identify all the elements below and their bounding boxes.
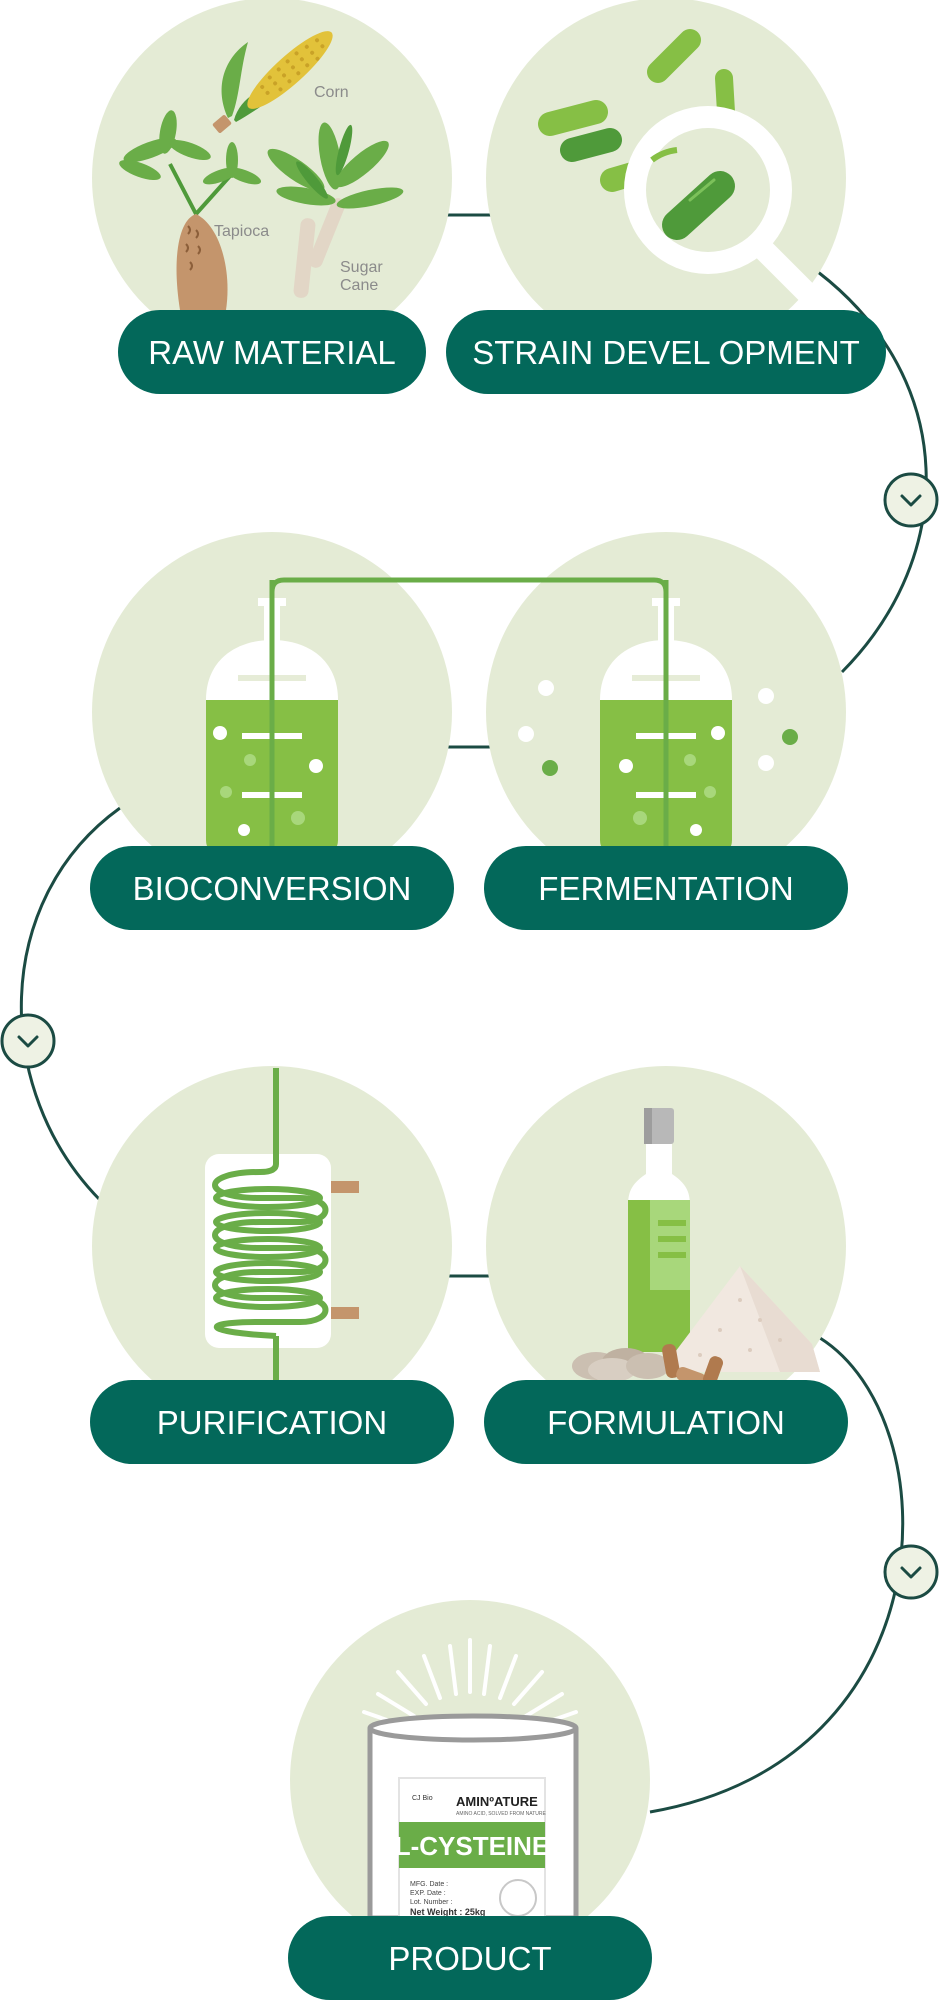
label-purification: PURIFICATION	[157, 1404, 387, 1441]
label-formulation: FORMULATION	[547, 1404, 785, 1441]
bubbles	[518, 680, 798, 776]
rays-icon	[362, 1638, 578, 1728]
label-product: PRODUCT	[388, 1940, 551, 1977]
product-illustration: CJ Bio AMINºATURE AMINO ACID, SOLVED FRO…	[362, 1638, 579, 1921]
connector-bio-purification	[19, 806, 121, 1202]
product-exp: EXP. Date :	[410, 1890, 446, 1897]
product-weight: Net Weight : 25kg	[410, 1907, 485, 1917]
connectors	[19, 213, 928, 1814]
label-raw-material: RAW MATERIAL	[148, 334, 396, 371]
pills: RAW MATERIAL STRAIN DEVEL OPMENT BIOCONV…	[90, 310, 886, 2000]
pill-formulation[interactable]: FORMULATION	[484, 1380, 848, 1464]
raw-material-illustration: Corn Tapioca	[119, 31, 404, 310]
corn-icon	[212, 31, 333, 133]
label-cane: Cane	[340, 277, 378, 294]
product-label-band	[399, 1822, 545, 1868]
pill-fermentation[interactable]: FERMENTATION	[484, 846, 848, 930]
powder-pile-icon	[660, 1266, 820, 1372]
chevron-down-icon[interactable]	[0, 1013, 56, 1069]
pill-strain-development[interactable]: STRAIN DEVEL OPMENT	[446, 310, 886, 394]
product-name: L-CYSTEINE	[395, 1831, 550, 1861]
label-sugar: Sugar	[340, 259, 383, 276]
sugar-cane-icon	[267, 122, 404, 298]
pill-product[interactable]: PRODUCT	[288, 1916, 652, 2000]
pill-raw-material[interactable]: RAW MATERIAL	[118, 310, 426, 394]
label-corn: Corn	[314, 84, 349, 101]
bioconversion-flask-icon	[206, 580, 338, 860]
connector-buttons	[0, 472, 939, 1600]
product-brand: AMINºATURE	[456, 1794, 538, 1809]
pill-bioconversion[interactable]: BIOCONVERSION	[90, 846, 454, 930]
tapioca-icon	[119, 110, 262, 310]
product-lot: Lot. Number :	[410, 1899, 452, 1906]
product-tagline: AMINO ACID, SOLVED FROM NATURE	[456, 1811, 546, 1817]
strain-development-illustration	[538, 29, 817, 303]
formulation-illustration	[572, 1108, 820, 1388]
label-tapioca: Tapioca	[214, 223, 269, 240]
pills-icon	[572, 1343, 724, 1388]
bottle-icon	[628, 1108, 690, 1352]
label-strain-development: STRAIN DEVEL OPMENT	[472, 334, 860, 371]
magnifier-icon	[624, 106, 817, 303]
label-fermentation: FERMENTATION	[538, 870, 793, 907]
pill-purification[interactable]: PURIFICATION	[90, 1380, 454, 1464]
product-mfg: MFG. Date :	[410, 1881, 448, 1888]
chevron-down-icon[interactable]	[883, 1544, 939, 1600]
product-brand-small: CJ Bio	[412, 1795, 433, 1802]
label-bioconversion: BIOCONVERSION	[133, 870, 412, 907]
chevron-down-icon[interactable]	[883, 472, 939, 528]
fermentation-flask-icon	[518, 580, 798, 860]
purification-coil-icon	[205, 1068, 359, 1392]
